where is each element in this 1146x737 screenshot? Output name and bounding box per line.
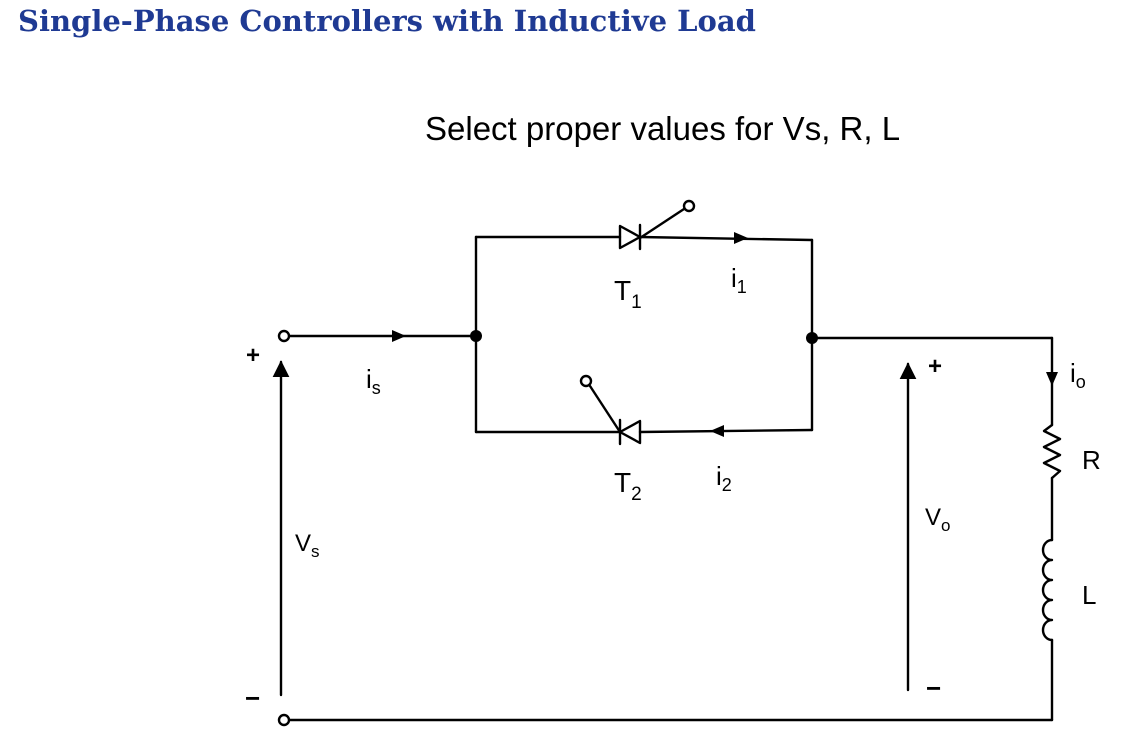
is-label: is — [366, 364, 381, 398]
negative-input-terminal — [277, 713, 291, 727]
bottom-branch-wire-right — [638, 428, 814, 434]
right-junction-node — [806, 332, 818, 344]
resistor-label: R — [1082, 445, 1101, 475]
vo-plus-sign: + — [928, 353, 942, 380]
thyristor-t1-symbol — [618, 207, 686, 251]
vo-minus-sign: − — [926, 673, 941, 703]
t1-label: T1 — [614, 275, 642, 313]
inductor-label: L — [1082, 580, 1096, 610]
gate-terminal-t2 — [579, 374, 593, 388]
i1-label: i1 — [731, 263, 747, 297]
resistor-symbol — [1042, 423, 1062, 480]
t2-label: T2 — [614, 467, 642, 505]
i2-label: i2 — [716, 461, 732, 495]
vo-label: Vo — [925, 504, 950, 535]
inductor-symbol — [1041, 538, 1054, 642]
left-junction-node — [470, 330, 482, 342]
i1-current-arrow — [734, 232, 748, 244]
io-current-arrow — [1046, 372, 1058, 386]
gate-terminal-t1 — [682, 199, 696, 213]
instruction-text: Select proper values for Vs, R, L — [425, 110, 901, 147]
vs-minus-sign: − — [245, 683, 260, 713]
thyristor-t2-symbol — [588, 384, 642, 446]
page-title: Single-Phase Controllers with Inductive … — [18, 4, 756, 38]
i2-current-arrow — [710, 425, 724, 437]
vs-label: Vs — [295, 530, 320, 561]
is-current-arrow — [392, 330, 406, 342]
io-label: io — [1070, 358, 1086, 392]
top-branch-wire-right — [638, 235, 814, 242]
positive-input-terminal — [277, 329, 291, 343]
vs-plus-sign: + — [246, 342, 260, 369]
